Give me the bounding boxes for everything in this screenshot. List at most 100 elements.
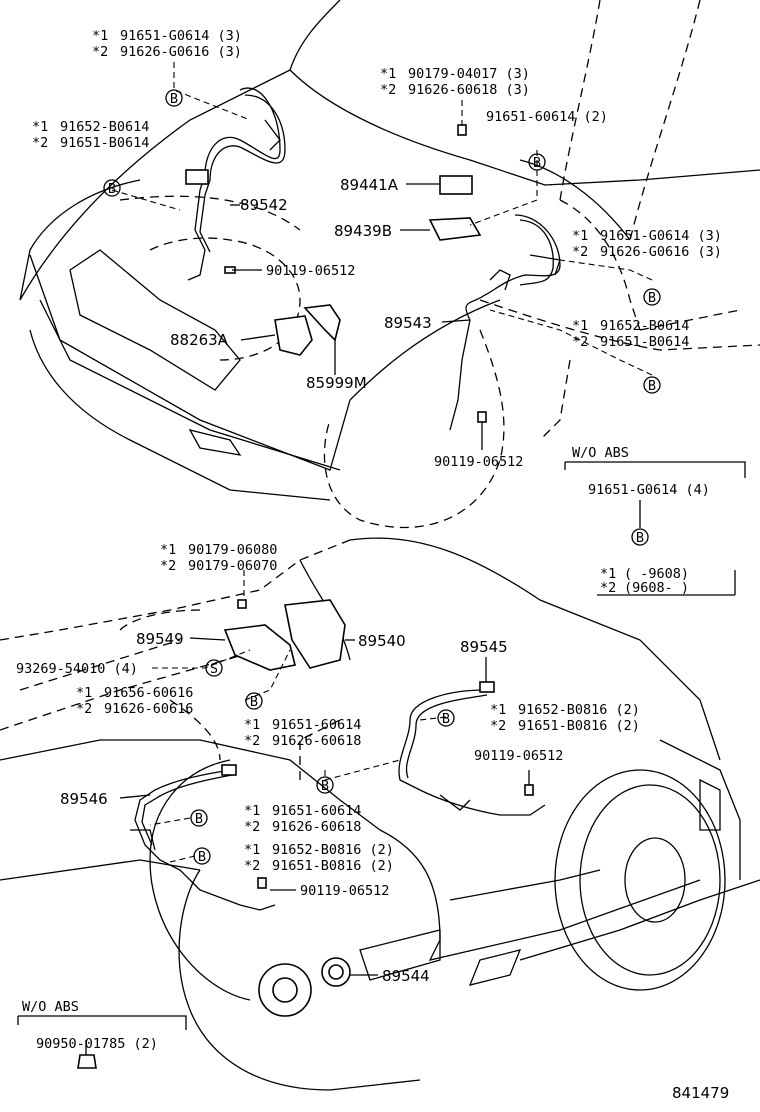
vehicle-rear-outline xyxy=(0,537,760,1091)
svg-text:B: B xyxy=(321,778,329,794)
circle-b-symbols: B B B B B B B B B B B S xyxy=(103,89,661,865)
height-sensor-89441A xyxy=(439,175,473,195)
star2-label: *2 xyxy=(380,82,396,98)
svg-text:B: B xyxy=(250,694,258,710)
star2-label: *2 xyxy=(244,858,260,874)
bolt-label: 91651-B0614 xyxy=(600,334,689,350)
circle-s-icon: S xyxy=(205,659,223,677)
part-number-89544: 89544 xyxy=(382,967,430,985)
sensor-head-89545 xyxy=(479,681,495,693)
vehicle-front-outline xyxy=(19,0,760,528)
part-number-89546: 89546 xyxy=(60,790,108,808)
bolt-label: 91626-60618 xyxy=(272,733,361,749)
abs-ecu-89540 xyxy=(284,599,346,669)
bolt-label: 90179-04017 (3) xyxy=(408,66,530,82)
svg-text:B: B xyxy=(648,290,656,306)
star1-label: *1 xyxy=(92,28,108,44)
part-number-89540: 89540 xyxy=(358,632,406,650)
legend-range: (9608- ) xyxy=(624,580,689,596)
bolt-shape xyxy=(257,877,267,889)
star1-label: *1 xyxy=(76,685,92,701)
star2-label: *2 xyxy=(32,135,48,151)
svg-text:S: S xyxy=(210,661,218,677)
circle-b-icon: B xyxy=(193,847,211,865)
circle-b-icon: B xyxy=(643,288,661,306)
bolt-label: 91626-60618 xyxy=(272,819,361,835)
bolt-shape xyxy=(457,124,467,136)
star1-label: *1 xyxy=(244,803,260,819)
bolt-label: 90119-06512 xyxy=(300,883,389,899)
star2-label: *2 xyxy=(244,733,260,749)
part-number-89543: 89543 xyxy=(384,314,432,332)
star1-label: *1 xyxy=(244,717,260,733)
part-number-89441A: 89441A xyxy=(340,176,399,194)
star1-label: *1 xyxy=(572,318,588,334)
part-number-88263A: 88263A xyxy=(170,331,229,349)
diagram-id: 841479 xyxy=(672,1084,729,1102)
bolt-label: 91652-B0816 (2) xyxy=(518,702,640,718)
leader-lines xyxy=(85,62,653,1055)
part-number-89545: 89545 xyxy=(460,638,508,656)
bolt-label: 90119-06512 xyxy=(474,748,563,764)
plug-label: 90950-01785 (2) xyxy=(36,1036,158,1052)
svg-text:B: B xyxy=(170,91,178,107)
star1-label: *1 xyxy=(490,702,506,718)
bolt-label: 91651-60614 (2) xyxy=(486,109,608,125)
circle-b-icon: B xyxy=(245,692,263,710)
bolt-label: 91626-60616 xyxy=(104,701,193,717)
plug-90950 xyxy=(77,1054,97,1069)
star2-label: *2 xyxy=(244,819,260,835)
wo-abs-boxes xyxy=(17,461,746,1030)
bolt-label: 91651-B0816 (2) xyxy=(272,858,394,874)
bolt-label: 91651-G0614 (3) xyxy=(120,28,242,44)
sensor-bracket-89439B xyxy=(428,217,482,241)
svg-text:B: B xyxy=(195,811,203,827)
screw-label: 93269-54010 (4) xyxy=(16,661,138,677)
bolt-shape xyxy=(237,599,247,609)
bolt-label: 90119-06512 xyxy=(434,454,523,470)
bolt-label: 91656-60616 xyxy=(104,685,193,701)
circle-b-icon: B xyxy=(643,376,661,394)
circle-b-icon: B xyxy=(165,89,183,107)
bolt-label: 91652-B0614 xyxy=(60,119,149,135)
bolt-label: 91626-G0616 (3) xyxy=(600,244,722,260)
sensor-harnesses xyxy=(130,87,561,911)
sensor-head-89546 xyxy=(221,764,237,776)
circle-b-icon: B xyxy=(631,528,649,546)
star1-label: *1 xyxy=(244,842,260,858)
bolt-label: 91626-60618 (3) xyxy=(408,82,530,98)
svg-text:B: B xyxy=(533,155,541,171)
circle-b-icon: B xyxy=(528,153,546,171)
bolt-label: 91651-B0614 xyxy=(60,135,149,151)
part-shapes xyxy=(77,124,534,1069)
star1-label: *1 xyxy=(32,119,48,135)
callout-labels: *1 91651-G0614 (3) *2 91626-G0616 (3) *1… xyxy=(16,28,729,1102)
bolt-label: 91626-G0616 (3) xyxy=(120,44,242,60)
star1-label: *1 xyxy=(572,228,588,244)
bolt-label: 90179-06080 xyxy=(188,542,277,558)
sensor-clip-shape xyxy=(185,169,209,185)
part-number-89549: 89549 xyxy=(136,630,184,648)
star1-label: *1 xyxy=(380,66,396,82)
bolt-label: 91651-60614 xyxy=(272,717,361,733)
svg-text:B: B xyxy=(198,849,206,865)
bolt-label: 90179-06070 xyxy=(188,558,277,574)
relay-88263A xyxy=(274,315,313,356)
circle-b-icon: B xyxy=(437,709,455,727)
bracket-85999M xyxy=(303,304,341,342)
bolt-label: 91652-B0816 (2) xyxy=(272,842,394,858)
bolt-label: 91651-G0614 (3) xyxy=(600,228,722,244)
star2-label: *2 xyxy=(600,580,616,596)
star2-label: *2 xyxy=(490,718,506,734)
bolt-label: 91651-B0816 (2) xyxy=(518,718,640,734)
star2-label: *2 xyxy=(572,334,588,350)
ecu-bracket-89549 xyxy=(223,624,296,671)
star2-label: *2 xyxy=(572,244,588,260)
svg-text:B: B xyxy=(108,181,116,197)
wo-abs-header: W/O ABS xyxy=(22,999,79,1015)
part-number-89439B: 89439B xyxy=(334,222,392,240)
wo-abs-header: W/O ABS xyxy=(572,445,629,461)
bolt-label: 90119-06512 xyxy=(266,263,355,279)
star1-label: *1 xyxy=(160,542,176,558)
